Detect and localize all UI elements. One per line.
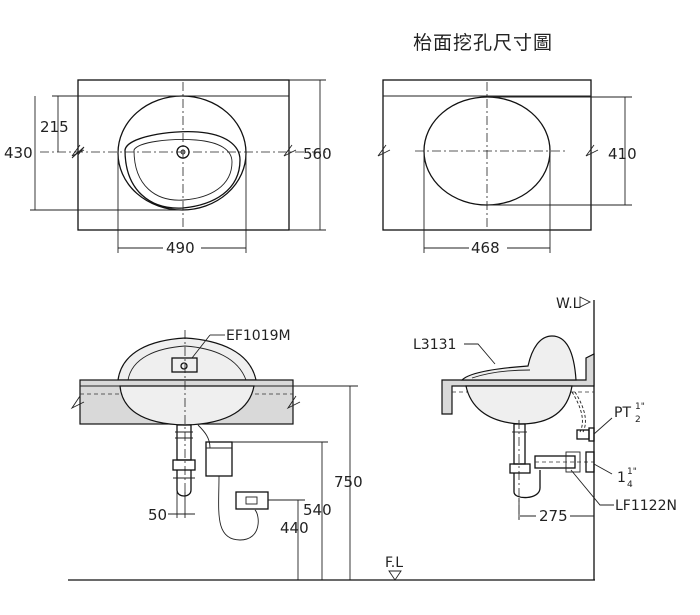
basin-leader	[464, 343, 496, 365]
basin-dome-inner	[127, 345, 247, 381]
dim-215-label: 215	[40, 118, 69, 136]
side-trap-body	[534, 455, 576, 469]
sensor-cable	[197, 424, 211, 449]
dim-540-label: 540	[303, 501, 332, 519]
fl-marker-icon	[388, 570, 402, 581]
basin-dome	[117, 337, 257, 381]
trap-nut	[172, 459, 196, 471]
pt-label: PT	[614, 405, 631, 421]
dim-275-bg	[536, 506, 570, 524]
size-label: 1	[617, 470, 626, 486]
basin-profile-inner	[471, 369, 531, 379]
basin-label: L3131	[413, 337, 456, 353]
basin-bowl-inner-left	[133, 139, 233, 201]
break-mark-r-right	[585, 144, 599, 157]
faucet-label: EF1019M	[226, 328, 291, 344]
break-mark-left	[71, 146, 85, 159]
side-trap-bend	[513, 470, 541, 499]
slab-break-left	[70, 395, 85, 410]
top-right-view: 410 468	[377, 79, 637, 257]
dim-468-bg	[469, 238, 507, 256]
dim-490-bg	[163, 238, 201, 256]
trap-label: LF1122N	[615, 498, 677, 514]
pt-leader	[593, 417, 613, 435]
pt-sub: 2	[635, 415, 641, 425]
break-mark-r-left	[377, 144, 391, 157]
drawing-title: 枱面挖孔尺寸圖	[413, 32, 553, 54]
wall-flange	[585, 451, 595, 473]
dim-750-label: 750	[334, 473, 363, 491]
counter-outline-right	[382, 79, 592, 231]
slab-break-right	[286, 395, 301, 410]
wl-marker-icon	[579, 296, 592, 308]
faucet-body-icon	[171, 357, 198, 373]
supply-hose-2	[574, 391, 586, 433]
wall-outlet	[235, 491, 269, 510]
side-trap-nut	[509, 463, 531, 474]
side-elevation: W.L L3131 PT 1" 2 1 1	[385, 296, 677, 581]
trap-leader	[570, 469, 614, 506]
break-mark-right	[283, 144, 297, 157]
angle-valve-wall	[588, 427, 595, 442]
supply-hose	[571, 391, 583, 433]
dim-410-label: 410	[608, 145, 637, 163]
basin-bowl-left	[124, 131, 241, 209]
wl-label: W.L	[556, 296, 581, 312]
dim-430-label: 430	[4, 144, 33, 162]
dim-275-label: 275	[539, 507, 568, 525]
size-sup: 1"	[627, 467, 637, 477]
pt-sup: 1"	[635, 402, 645, 412]
dim-440-label: 440	[280, 519, 309, 537]
dim-468-label: 468	[471, 239, 500, 257]
drain-pipe	[176, 424, 192, 461]
faucet-leader	[191, 334, 211, 359]
dim-560-label: 560	[303, 145, 332, 163]
top-left-view: 215 430 560 490	[4, 79, 332, 257]
dim-490-label: 490	[166, 239, 195, 257]
counter-profile	[441, 353, 595, 415]
size-leader	[593, 463, 613, 475]
trap-bend	[176, 470, 192, 497]
wall-outlet-inner	[245, 496, 258, 505]
side-drain-pipe	[513, 423, 526, 465]
dim-50-label: 50	[148, 506, 167, 524]
front-elevation: EF1019M 50 440 540	[68, 328, 595, 581]
fl-label: F.L	[385, 555, 403, 571]
basin-profile	[460, 335, 577, 381]
faucet-sensor-icon	[180, 362, 188, 370]
power-cable	[218, 475, 259, 541]
size-sub: 4	[627, 480, 633, 490]
basin-under-profile	[465, 385, 573, 425]
basin-outer-left	[117, 95, 247, 211]
